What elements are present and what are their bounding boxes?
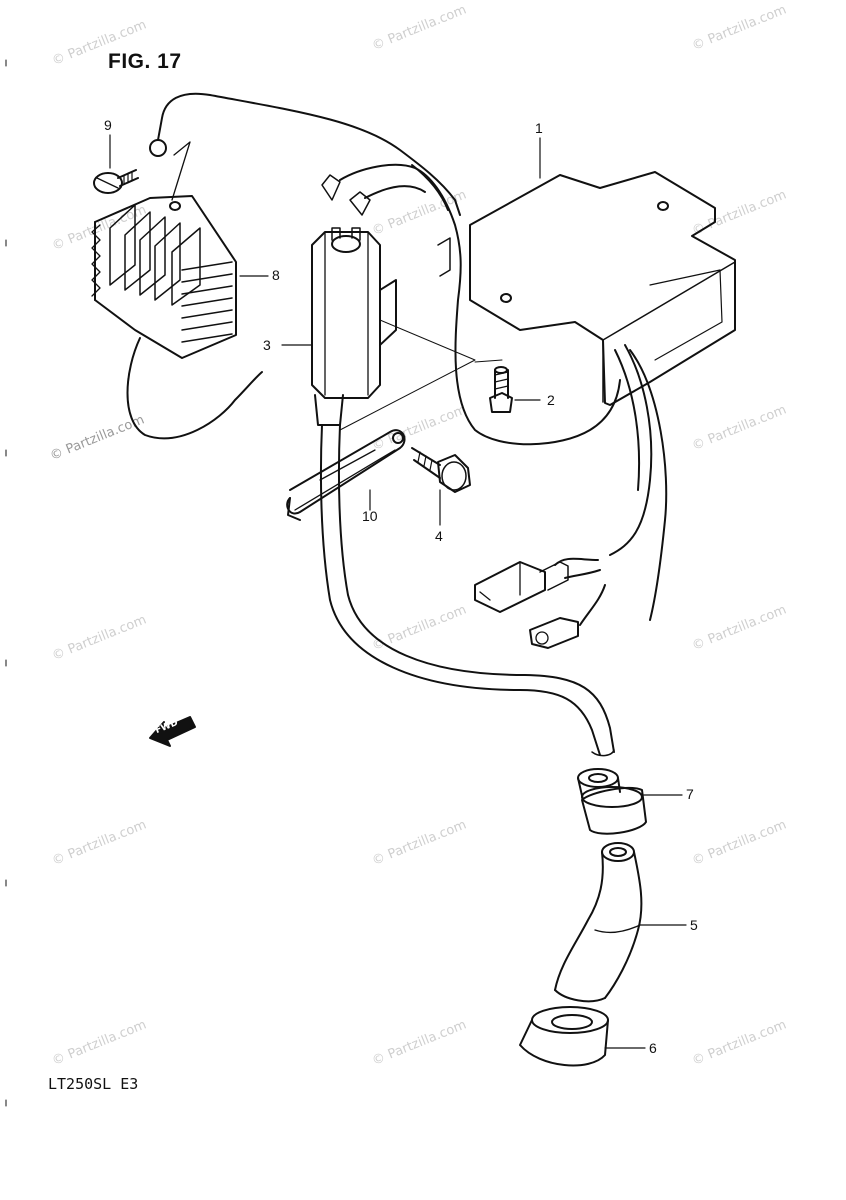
ignition-coil xyxy=(311,227,615,757)
grommet xyxy=(577,768,647,835)
callout-6: 6 xyxy=(649,1040,657,1056)
leader-lines xyxy=(109,134,687,1049)
bolt-4 xyxy=(411,447,471,493)
screw xyxy=(93,169,139,194)
regulator-rectifier xyxy=(91,195,263,440)
plug-cap xyxy=(554,842,643,1003)
callout-5: 5 xyxy=(690,917,698,933)
ground-wire xyxy=(149,92,461,216)
callout-4: 4 xyxy=(435,528,443,544)
bolt-2 xyxy=(489,366,513,413)
cdi-unit xyxy=(437,171,736,406)
forward-arrow-icon xyxy=(149,716,196,747)
alignment-lines xyxy=(339,319,503,431)
plug-boot xyxy=(519,1006,609,1067)
callout-7: 7 xyxy=(686,786,694,802)
callout-10: 10 xyxy=(362,508,378,524)
mounting-bracket xyxy=(286,429,406,521)
callout-8: 8 xyxy=(272,267,280,283)
coil-wires xyxy=(321,163,621,446)
cdi-harness xyxy=(474,344,668,649)
callout-9: 9 xyxy=(104,117,112,133)
figure-title: FIG. 17 xyxy=(108,50,182,73)
callout-3: 3 xyxy=(263,337,271,353)
model-code: LT250SL E3 xyxy=(48,1075,139,1093)
callout-2: 2 xyxy=(547,392,555,408)
callout-1: 1 xyxy=(535,120,543,136)
